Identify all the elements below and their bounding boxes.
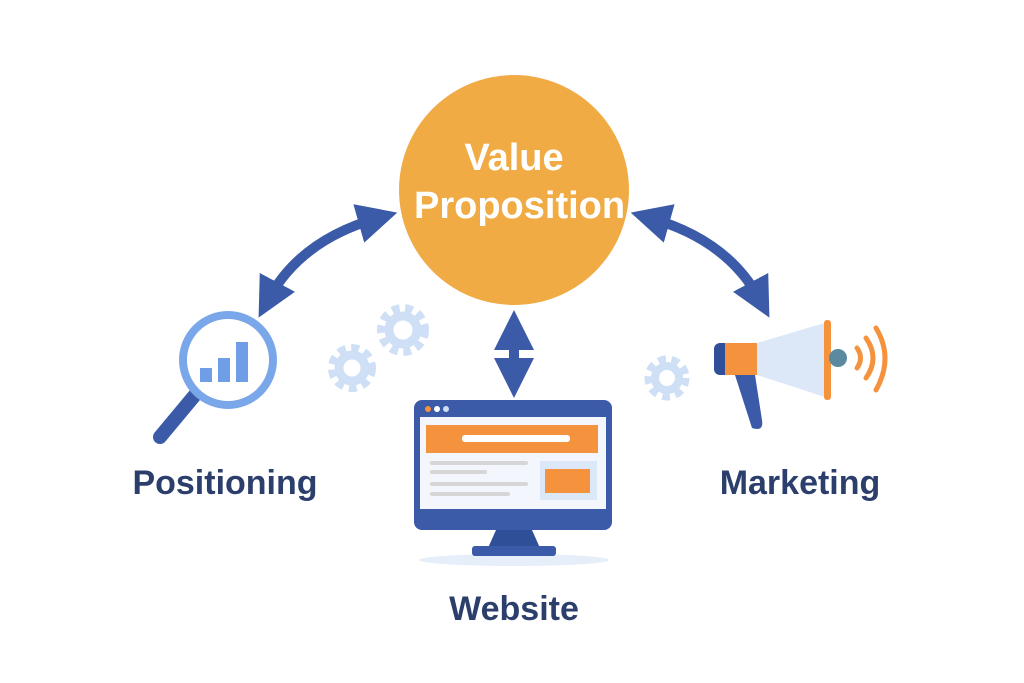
arrow-positioning (258, 204, 398, 318)
center-line-2: Proposition (414, 185, 626, 227)
value-proposition-label: Value Proposition (414, 134, 626, 230)
gear-icon (377, 304, 429, 356)
website-label: Website (449, 590, 579, 628)
megaphone-icon (714, 320, 888, 429)
value-proposition-circle (399, 75, 629, 305)
gear-icon (328, 344, 376, 392)
magnifier-chart-icon (153, 311, 277, 444)
positioning-label: Positioning (132, 464, 318, 502)
marketing-label: Marketing (719, 464, 881, 502)
center-line-1: Value (464, 137, 564, 179)
gear-icon (644, 355, 690, 401)
website-monitor-icon (414, 400, 612, 566)
arrow-marketing (630, 204, 770, 318)
